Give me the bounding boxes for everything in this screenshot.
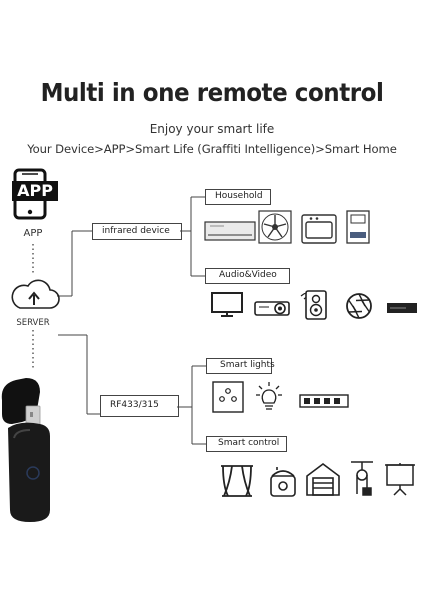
led-strip-icon	[299, 393, 349, 409]
rf-box: RF433/315	[100, 395, 179, 417]
cloud-upload-icon	[8, 278, 60, 312]
audio-speaker-box-icon	[304, 290, 328, 320]
smart-lights-box: Smart lights	[206, 358, 275, 374]
pulley-icon	[349, 460, 375, 498]
flow-description: Your Device>APP>Smart Life (Graffiti Int…	[27, 142, 397, 156]
camera-shutter-icon	[345, 292, 373, 320]
usb-dongle-image	[0, 378, 60, 523]
fan-icon	[258, 210, 292, 244]
server-label: SERVER	[16, 318, 50, 328]
garage-door-icon	[305, 462, 341, 496]
water-heater-icon	[346, 210, 370, 244]
projector-icon	[254, 298, 290, 318]
air-conditioner-icon	[204, 220, 256, 242]
audio-video-label: Audio&Video	[219, 270, 277, 280]
wall-switch-icon	[212, 381, 244, 413]
household-label: Household	[215, 191, 263, 201]
audio-video-box: Audio&Video	[205, 268, 290, 284]
smart-control-label: Smart control	[218, 438, 280, 448]
projection-screen-icon	[384, 462, 416, 496]
smart-control-box: Smart control	[206, 436, 287, 452]
curtain-icon	[220, 464, 254, 498]
app-icon: APP	[12, 168, 58, 224]
page-title: Multi in one remote control	[40, 78, 384, 107]
app-label: APP	[23, 228, 43, 239]
app-icon-text: APP	[17, 181, 53, 200]
light-bulb-icon	[256, 381, 282, 413]
dvd-player-icon	[386, 302, 418, 314]
infrared-device-label: infrared device	[102, 226, 170, 236]
page-subtitle: Enjoy your smart life	[149, 122, 275, 136]
microwave-icon	[301, 214, 337, 244]
rice-cooker-icon	[268, 466, 298, 498]
infrared-device-box: infrared device	[92, 223, 182, 240]
rf-label: RF433/315	[110, 400, 159, 410]
tv-icon	[211, 292, 243, 318]
household-box: Household	[205, 189, 271, 205]
smart-lights-label: Smart lights	[220, 360, 275, 370]
